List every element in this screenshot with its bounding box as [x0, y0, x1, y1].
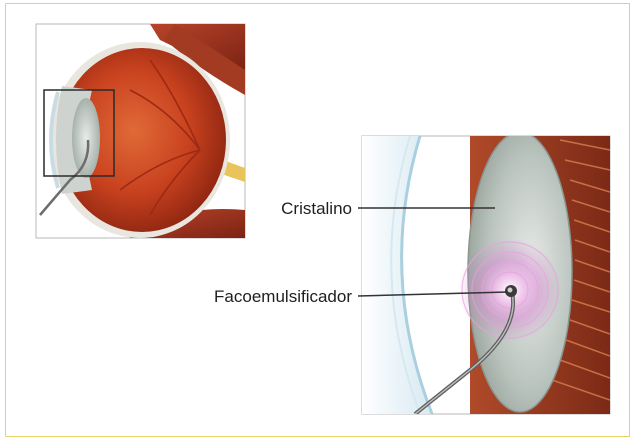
callout-probe-label: Facoemulsificador	[214, 287, 352, 306]
magnified-eye-panel	[362, 132, 610, 414]
small-eye-panel	[36, 24, 245, 238]
callout-lens-label: Cristalino	[281, 199, 352, 218]
